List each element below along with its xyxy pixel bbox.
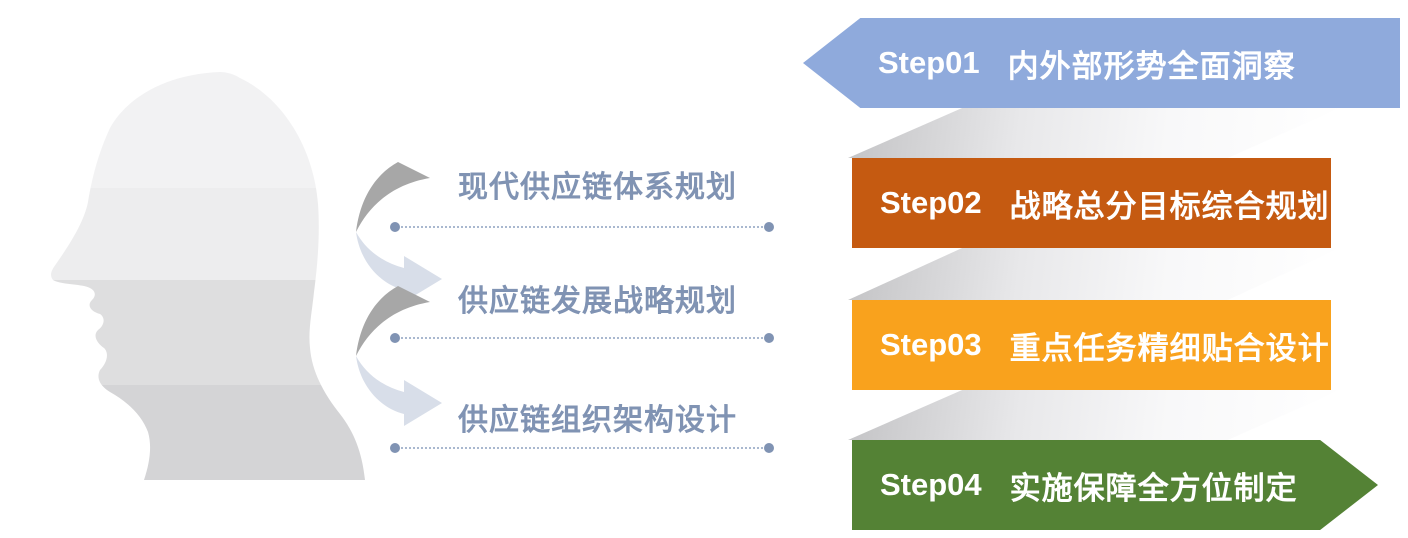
step-number: Step03: [880, 327, 982, 362]
step-banner-3: Step03 重点任务精细贴合设计: [852, 300, 1331, 390]
dotted-connector-line: [390, 443, 774, 453]
head-silhouette-icon: [40, 72, 365, 480]
step-title: 内外部形势全面洞察: [1007, 48, 1296, 84]
step-title: 实施保障全方位制定: [1009, 470, 1298, 506]
process-item-label: 现代供应链体系规划: [458, 171, 737, 204]
dotted-connector-line: [390, 222, 774, 232]
step-banner-2: Step02 战略总分目标综合规划: [852, 158, 1331, 248]
process-item-label: 供应链组织架构设计: [458, 404, 737, 437]
step-banner-1: Step01 内外部形势全面洞察: [803, 18, 1400, 108]
dotted-connector-line: [390, 333, 774, 343]
step-number: Step01: [878, 45, 980, 80]
fold-connector: [848, 390, 1340, 440]
step-banner-4: Step04 实施保障全方位制定: [852, 440, 1378, 530]
fold-connector: [848, 108, 1340, 158]
step-number: Step02: [880, 185, 982, 220]
process-item-label: 供应链发展战略规划: [458, 285, 737, 318]
curved-arrow-icon: [338, 162, 450, 304]
step-title: 战略总分目标综合规划: [1009, 188, 1330, 224]
step-title: 重点任务精细贴合设计: [1009, 330, 1330, 366]
fold-connector: [848, 248, 1340, 300]
step-number: Step04: [880, 467, 982, 502]
curved-arrow-icon: [338, 286, 450, 428]
